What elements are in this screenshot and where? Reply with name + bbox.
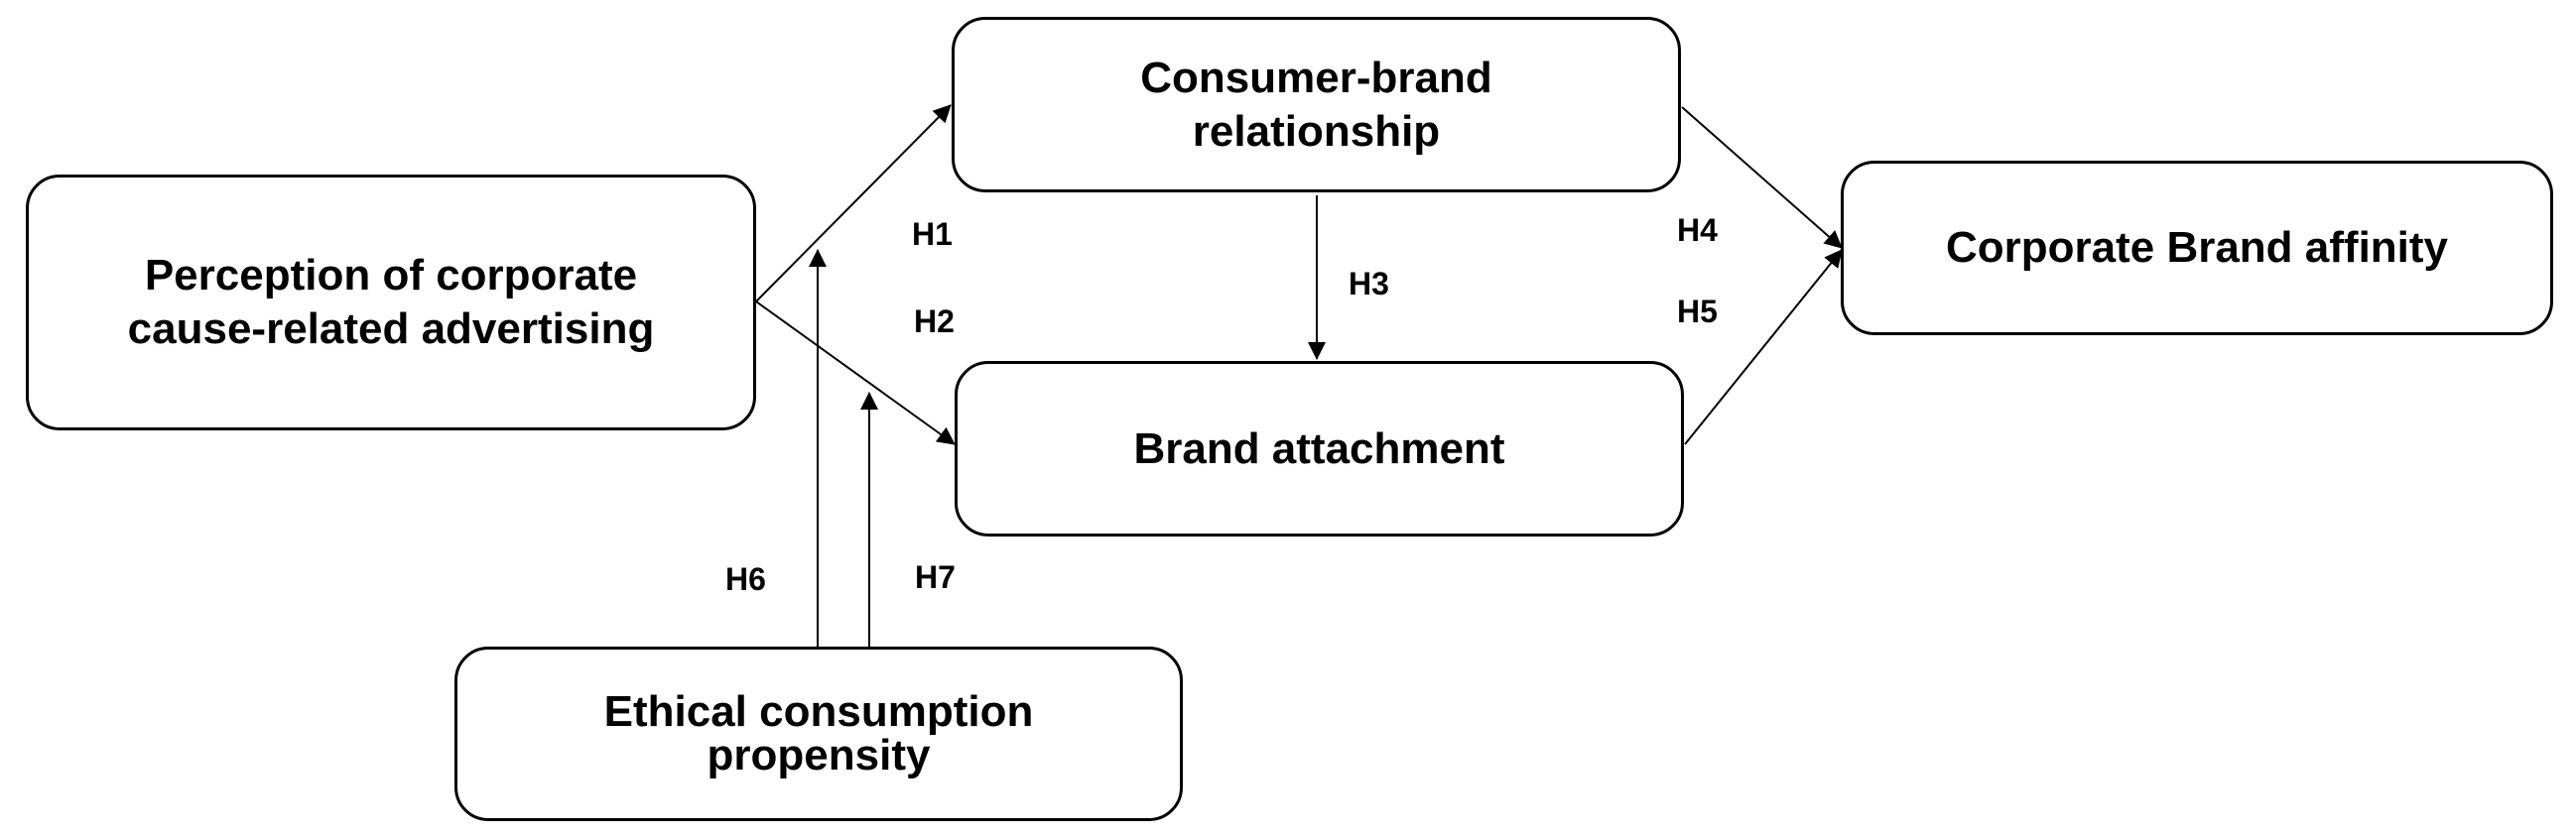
arrow-h2	[755, 300, 956, 445]
node-consumer-brand-line2: relationship	[1192, 106, 1441, 156]
hypothesis-label-h1: H1	[912, 216, 953, 252]
node-ethical-line2: propensity	[707, 731, 931, 779]
node-perception: Perception of corporate cause-related ad…	[26, 175, 756, 430]
node-corporate-brand-affinity: Corporate Brand affinity	[1841, 161, 2553, 335]
node-consumer-brand-relationship: Consumer-brand relationship	[952, 17, 1681, 192]
node-consumer-brand-line1: Consumer-brand	[1140, 53, 1492, 102]
hypothesis-label-h2: H2	[914, 303, 955, 339]
hypothesis-label-h6: H6	[725, 561, 766, 597]
node-brand-attachment-label: Brand attachment	[1133, 423, 1505, 473]
hypothesis-label-h3: H3	[1349, 266, 1389, 301]
node-ethical-line1: Ethical consumption	[603, 687, 1034, 736]
node-perception-line2: cause-related advertising	[127, 304, 655, 353]
arrow-h5	[1684, 249, 1843, 445]
node-ethical-consumption: Ethical consumption propensity	[454, 647, 1183, 821]
hypothesis-label-h4: H4	[1677, 212, 1718, 248]
arrow-h4	[1681, 106, 1843, 249]
hypothesis-label-h7: H7	[915, 559, 956, 595]
node-corporate-brand-affinity-label: Corporate Brand affinity	[1945, 223, 2449, 272]
hypothesis-label-h5: H5	[1677, 294, 1718, 329]
arrow-h1	[755, 104, 952, 302]
node-perception-line1: Perception of corporate	[144, 251, 638, 299]
node-brand-attachment: Brand attachment	[955, 361, 1684, 537]
